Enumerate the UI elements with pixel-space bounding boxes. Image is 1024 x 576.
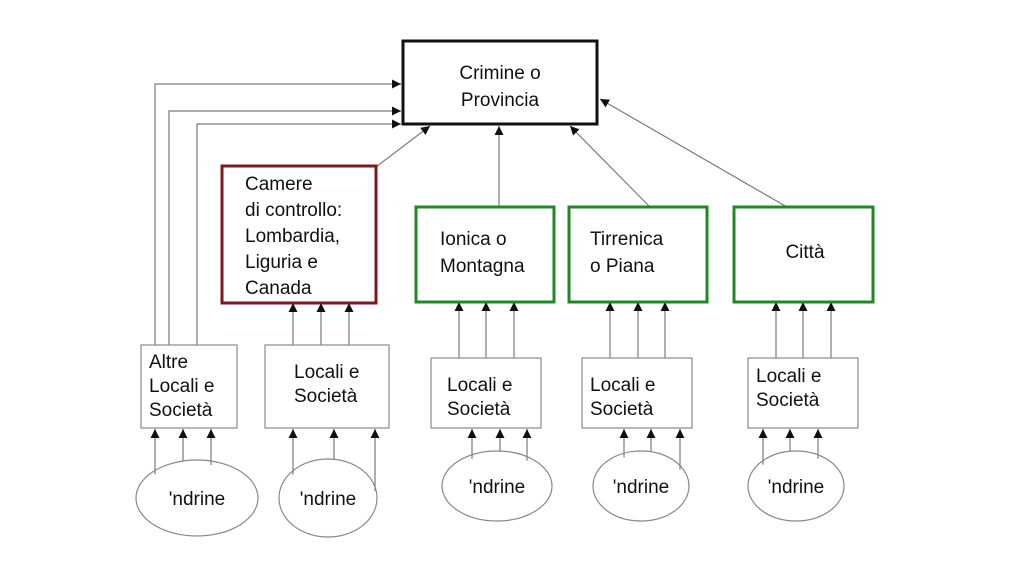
locali-camere-label-line: Società bbox=[294, 386, 358, 407]
ndrine-label-2: 'ndrine bbox=[300, 489, 356, 510]
camere-label-line: Liguria e bbox=[245, 252, 318, 273]
camere-label-line: di controllo: bbox=[245, 200, 342, 221]
ionica-label: Ionica o Montagna bbox=[440, 229, 525, 277]
camere-label-line: Canada bbox=[245, 278, 312, 299]
tirrenica-label: Tirrenica o Piana bbox=[590, 229, 664, 277]
camere-label-line: Lombardia, bbox=[245, 226, 340, 247]
locali-citta-label-line: Società bbox=[756, 390, 820, 411]
crimine-label: Crimine o Provincia bbox=[459, 63, 540, 111]
locali-ionica-label-line: Società bbox=[447, 399, 511, 420]
crimine-box bbox=[401, 39, 599, 126]
locali-tirrenica-label-line: Società bbox=[590, 399, 654, 420]
ionica-label-line: Montagna bbox=[440, 256, 525, 277]
ndrine-ellipse-3 bbox=[441, 450, 553, 522]
ndrine-ellipse-4 bbox=[592, 450, 690, 522]
camere-box bbox=[220, 164, 378, 305]
locali-camere-label: Locali e Società bbox=[294, 362, 360, 407]
locali-ionica-box bbox=[430, 357, 542, 429]
ionica-label-line: Ionica o bbox=[440, 229, 507, 250]
edge-citta-crimine bbox=[599, 98, 788, 208]
locali-citta-label: Locali e Società bbox=[756, 366, 822, 411]
locali-citta-box bbox=[747, 357, 859, 429]
camere-label: Camere di controllo: Lombardia, Liguria e Ca… bbox=[245, 174, 342, 299]
locali-citta-label-line: Locali e bbox=[756, 366, 822, 387]
locali-ionica-label-line: Locali e bbox=[447, 375, 513, 396]
altre-locali-label-line: Locali e bbox=[149, 376, 215, 397]
ndrine-label-1: 'ndrine bbox=[169, 489, 225, 510]
edge-altre-crimine-1 bbox=[154, 79, 401, 345]
tirrenica-label-line: o Piana bbox=[590, 256, 655, 277]
ionica-box bbox=[414, 205, 556, 304]
edge-altre-crimine-2 bbox=[168, 106, 401, 345]
camere-label-line: Camere bbox=[245, 174, 313, 195]
crimine-label-line: Crimine o bbox=[459, 63, 540, 84]
altre-locali-label-line: Società bbox=[149, 400, 213, 421]
locali-ionica-label: Locali e Società bbox=[447, 375, 513, 420]
locali-tirrenica-box bbox=[581, 357, 693, 429]
edge-altre-crimine-3 bbox=[196, 119, 401, 345]
ndrine-label-5: 'ndrine bbox=[768, 477, 824, 498]
crimine-label-line: Provincia bbox=[461, 90, 540, 111]
ndrine-ellipse-2 bbox=[278, 458, 378, 538]
locali-camere-label-line: Locali e bbox=[294, 362, 360, 383]
altre-locali-box bbox=[140, 344, 238, 429]
citta-box bbox=[732, 205, 875, 304]
ndrine-label-4: 'ndrine bbox=[613, 477, 669, 498]
citta-label-line: Città bbox=[785, 242, 825, 263]
ndrine-ellipse-1 bbox=[135, 459, 259, 537]
edge-tirrenica-crimine bbox=[569, 125, 651, 208]
citta-label: Città bbox=[785, 242, 825, 263]
ndrine-ellipse-5 bbox=[747, 450, 845, 522]
tirrenica-label-line: Tirrenica bbox=[590, 229, 664, 250]
altre-locali-label-line: Altre bbox=[149, 352, 188, 373]
edges-layer bbox=[150, 79, 836, 491]
ndrine-label-3: 'ndrine bbox=[469, 477, 525, 498]
locali-tirrenica-label-line: Locali e bbox=[590, 375, 656, 396]
locali-camere-box bbox=[264, 344, 390, 429]
edge-camere-crimine bbox=[371, 125, 431, 171]
locali-tirrenica-label: Locali e Società bbox=[590, 375, 656, 420]
tirrenica-box bbox=[567, 205, 709, 304]
